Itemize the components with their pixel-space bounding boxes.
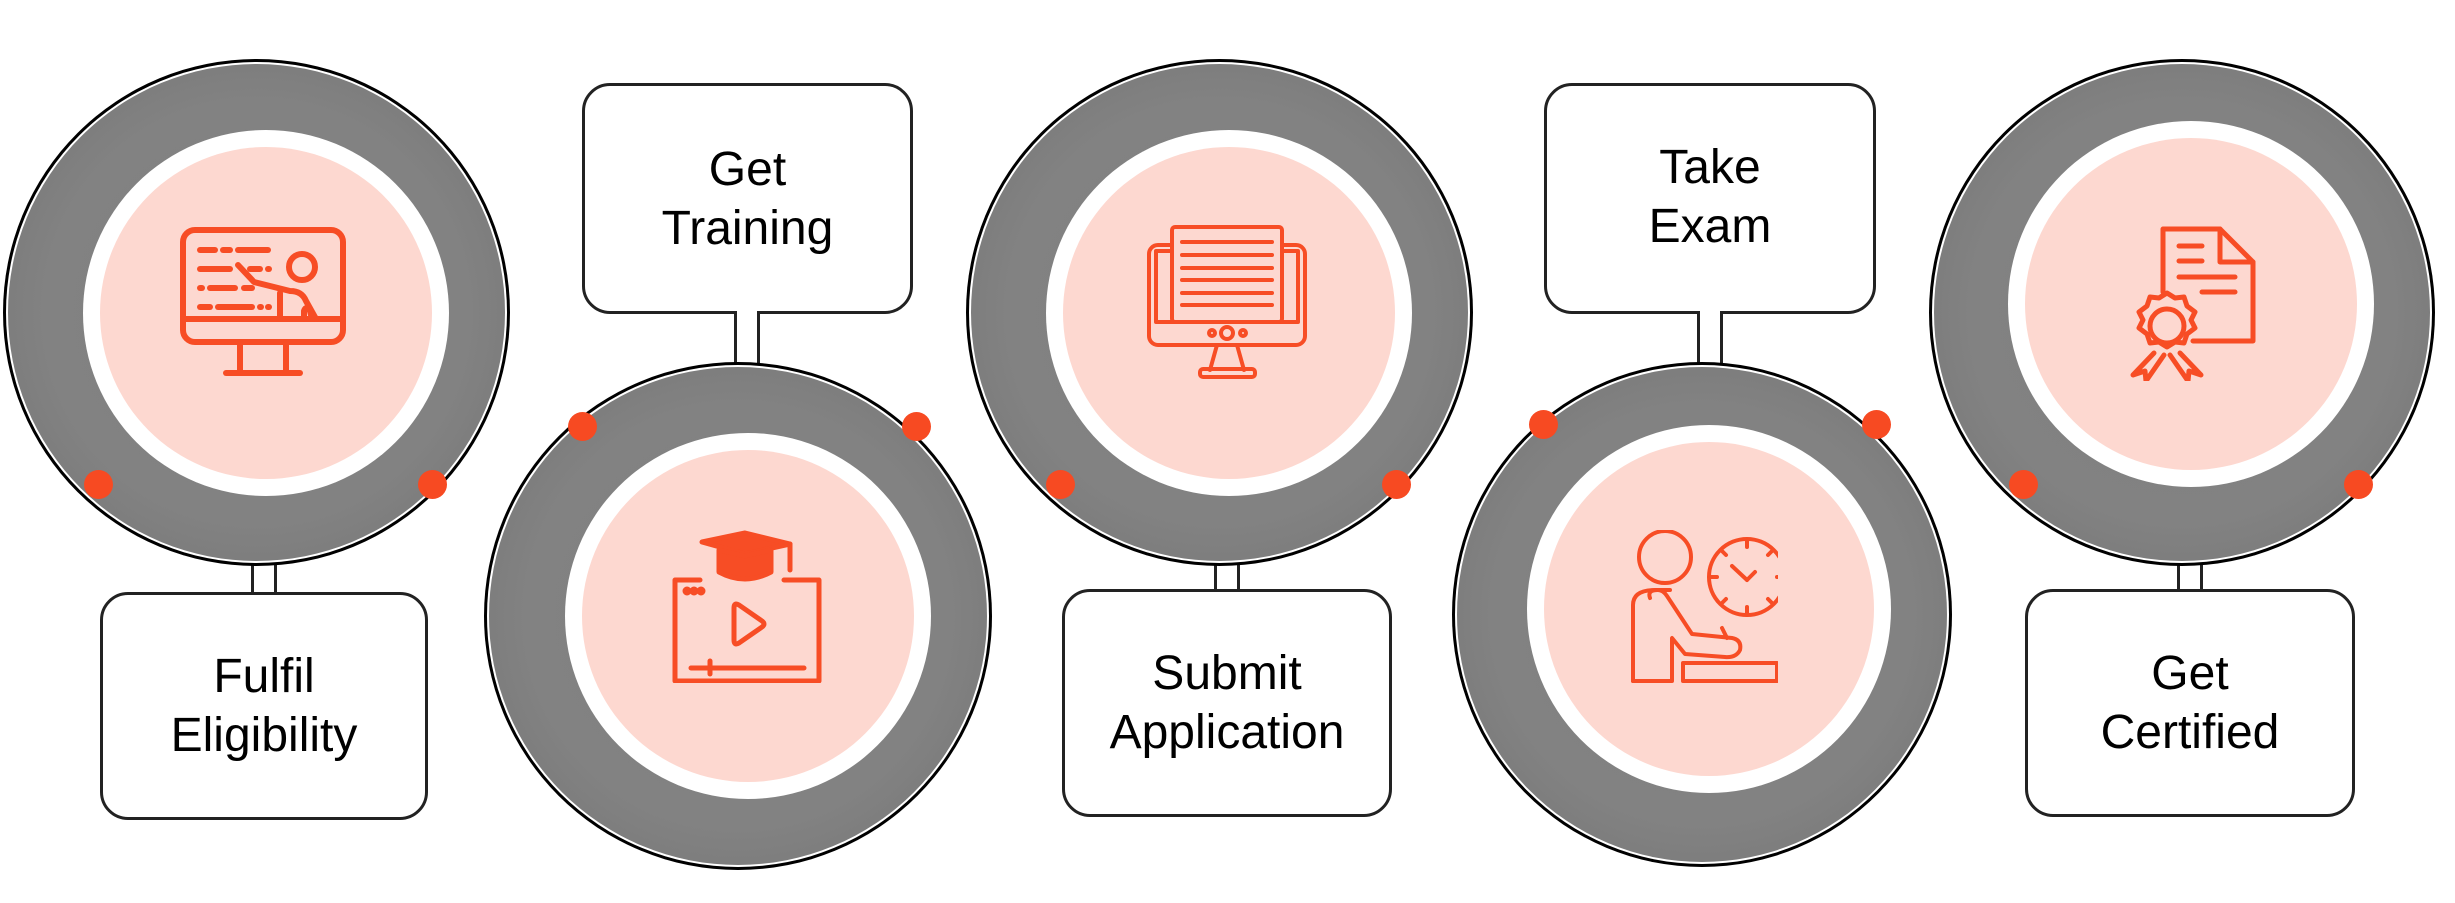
person-writing-exam-clock-icon bbox=[1630, 530, 1778, 683]
step-label: Get Certified bbox=[2100, 647, 2280, 759]
circle-pink-fill bbox=[1544, 442, 1874, 776]
connector-stem bbox=[1697, 311, 1723, 371]
step-label-box: Take Exam bbox=[1544, 83, 1876, 314]
circle-pink-fill bbox=[100, 147, 432, 479]
step-label-box: Get Certified bbox=[2025, 589, 2355, 817]
step-label: Get Training bbox=[661, 142, 834, 255]
accent-dot-right bbox=[1382, 470, 1411, 499]
document-on-monitor-icon bbox=[1147, 225, 1307, 379]
circle-pink-fill bbox=[2025, 138, 2357, 470]
accent-dot-left bbox=[1046, 470, 1075, 499]
accent-dot-left bbox=[2009, 470, 2038, 499]
circle-pink-fill bbox=[582, 450, 914, 782]
step-label-box: Fulfil Eligibility bbox=[100, 592, 428, 820]
teacher-presentation-monitor-icon bbox=[180, 227, 346, 379]
step-label-box: Get Training bbox=[582, 83, 913, 314]
connector-stem bbox=[734, 311, 760, 371]
step-label: Take Exam bbox=[1648, 141, 1772, 253]
step-label-box: Submit Application bbox=[1062, 589, 1392, 817]
accent-dot-left bbox=[1529, 410, 1558, 439]
accent-dot-left bbox=[568, 412, 597, 441]
step-label: Fulfil Eligibility bbox=[170, 650, 358, 762]
step-label: Submit Application bbox=[1109, 647, 1345, 759]
graduation-cap-video-icon bbox=[672, 530, 822, 683]
accent-dot-right bbox=[1862, 410, 1891, 439]
accent-dot-right bbox=[418, 470, 447, 499]
accent-dot-right bbox=[902, 412, 931, 441]
accent-dot-right bbox=[2344, 470, 2373, 499]
certificate-ribbon-icon bbox=[2128, 226, 2256, 381]
accent-dot-left bbox=[84, 470, 113, 499]
